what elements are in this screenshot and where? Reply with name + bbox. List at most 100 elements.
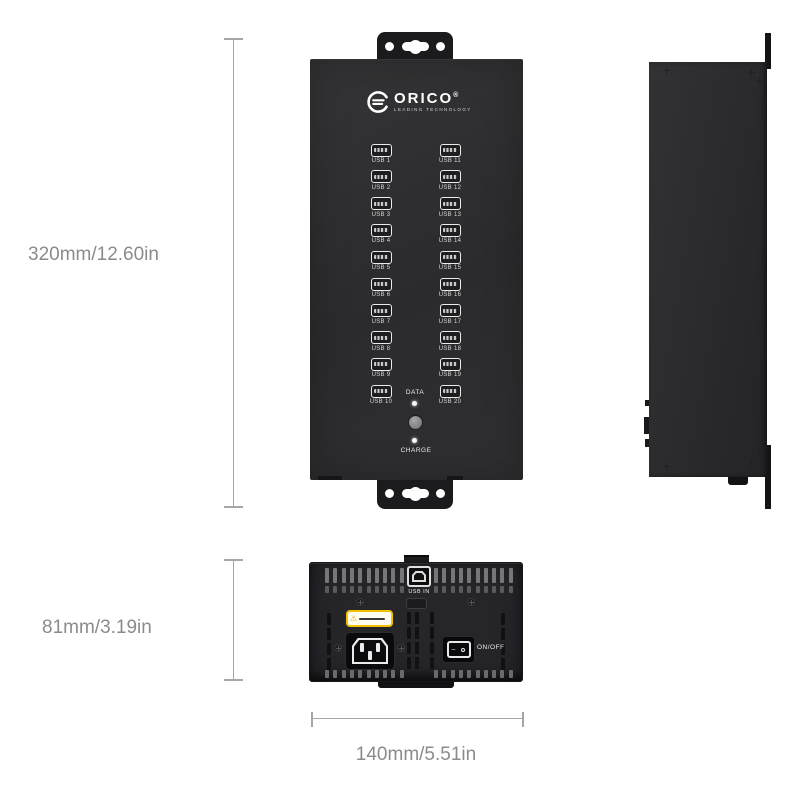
- vent-slat: [383, 586, 388, 593]
- vent-slat: [383, 568, 388, 583]
- vent-groove: [327, 643, 331, 655]
- vent-slat: [458, 586, 463, 593]
- usb-port-label: USB 1: [371, 158, 391, 164]
- vent-slat: [341, 586, 346, 593]
- bracket-tab-top: [765, 33, 771, 69]
- bracket-hole: [385, 489, 394, 498]
- side-nub: [644, 417, 649, 434]
- usb-port: [439, 250, 461, 264]
- dim-cap: [224, 679, 243, 681]
- panel-recess: [406, 598, 427, 609]
- side-foot: [728, 477, 748, 485]
- vent-slat: [492, 586, 497, 593]
- vent-groove: [415, 657, 419, 669]
- rocker-switch-icon: –: [446, 641, 471, 658]
- vent-slat: [492, 670, 497, 678]
- vent-slat: [483, 568, 488, 583]
- usb-port: [370, 304, 392, 318]
- usb-port: [370, 277, 392, 291]
- vent-slat: [399, 568, 404, 583]
- usb-port: [439, 384, 461, 398]
- side-nub: [645, 400, 649, 406]
- dim-cap: [522, 712, 524, 727]
- vent-groove: [501, 613, 505, 625]
- screw-icon: [756, 450, 763, 457]
- vent-slat: [333, 568, 338, 583]
- vent-slat: [358, 568, 363, 583]
- vent-slat: [333, 670, 338, 678]
- brand-name: ORICO®: [394, 90, 459, 108]
- vent-groove: [430, 642, 434, 654]
- vent-slat: [442, 568, 447, 583]
- vent-groove: [415, 642, 419, 654]
- vent-slat: [508, 586, 513, 593]
- usb-port: [370, 223, 392, 237]
- ac-socket-icon: [352, 638, 388, 664]
- side-panel: [649, 62, 767, 477]
- vent-slat: [450, 670, 455, 678]
- usb-port: [370, 250, 392, 264]
- bracket-hole: [436, 489, 445, 498]
- vent-groove: [430, 627, 434, 639]
- screw-icon: [663, 67, 670, 74]
- data-led-label: DATA: [405, 389, 425, 396]
- vent-slat: [374, 670, 379, 678]
- charge-led-label: CHARGE: [400, 447, 432, 454]
- vent-slat: [325, 586, 329, 593]
- vent-slat: [349, 586, 354, 593]
- ac-power-inlet: [345, 632, 395, 670]
- switch-off-symbol: [461, 647, 466, 652]
- vent-slat: [325, 568, 329, 583]
- vent-slat: [434, 586, 438, 593]
- vent-groove: [407, 627, 411, 639]
- width-dimension-line: [313, 718, 522, 719]
- usb-port-label: USB 20: [438, 399, 462, 406]
- usb-port-label: USB 17: [438, 318, 462, 325]
- vent-slat: [483, 586, 488, 593]
- vent-slat: [391, 568, 396, 583]
- usb-port-label: USB 8: [371, 345, 391, 352]
- vent-slat: [475, 670, 480, 678]
- case-tab: [404, 555, 429, 564]
- side-nub: [645, 439, 649, 447]
- vent-groove: [501, 643, 505, 655]
- vent-groove: [501, 628, 505, 640]
- usb-port: [439, 277, 461, 291]
- mount-bracket-bottom: [377, 479, 453, 509]
- usb-port: [439, 331, 461, 345]
- power-switch: –: [442, 636, 475, 663]
- vent-slat: [442, 586, 447, 593]
- usb-port: [370, 357, 392, 371]
- front-panel: [310, 59, 523, 480]
- usb-port-label: USB 9: [371, 372, 391, 379]
- vent-groove: [327, 658, 331, 670]
- screw-icon: [334, 644, 342, 652]
- screw-icon: [663, 463, 670, 470]
- bracket-tab-bottom: [765, 445, 771, 509]
- vent-groove: [501, 658, 505, 670]
- vent-slat: [374, 568, 379, 583]
- vent-slat: [467, 670, 472, 678]
- vent-slat: [358, 670, 363, 678]
- vent-groove: [415, 627, 419, 639]
- mount-bracket-top: [377, 32, 453, 62]
- bottom-foot: [378, 681, 454, 688]
- usb-in-label: USB IN: [408, 589, 430, 595]
- dim-cap: [224, 38, 243, 40]
- warning-label: ⚠: [346, 610, 393, 627]
- orico-swirl-icon: [367, 91, 388, 113]
- vent-slat: [458, 670, 463, 678]
- vent-slat: [349, 670, 354, 678]
- usb-port-label: USB 7: [371, 318, 391, 325]
- vent-groove: [430, 657, 434, 669]
- usb-port-label: USB 19: [438, 372, 462, 379]
- dim-cap: [224, 559, 243, 561]
- vent-slat: [358, 586, 363, 593]
- vent-slat: [467, 568, 472, 583]
- orico-logo: ORICO® LEADING TECHNOLOGY: [366, 90, 472, 114]
- usb-port-label: USB 16: [438, 292, 462, 298]
- vent-slat: [366, 670, 371, 678]
- usb-port-label: USB 4: [371, 238, 391, 245]
- bracket-slot: [402, 39, 429, 54]
- usb-port-label: USB 11: [438, 158, 462, 164]
